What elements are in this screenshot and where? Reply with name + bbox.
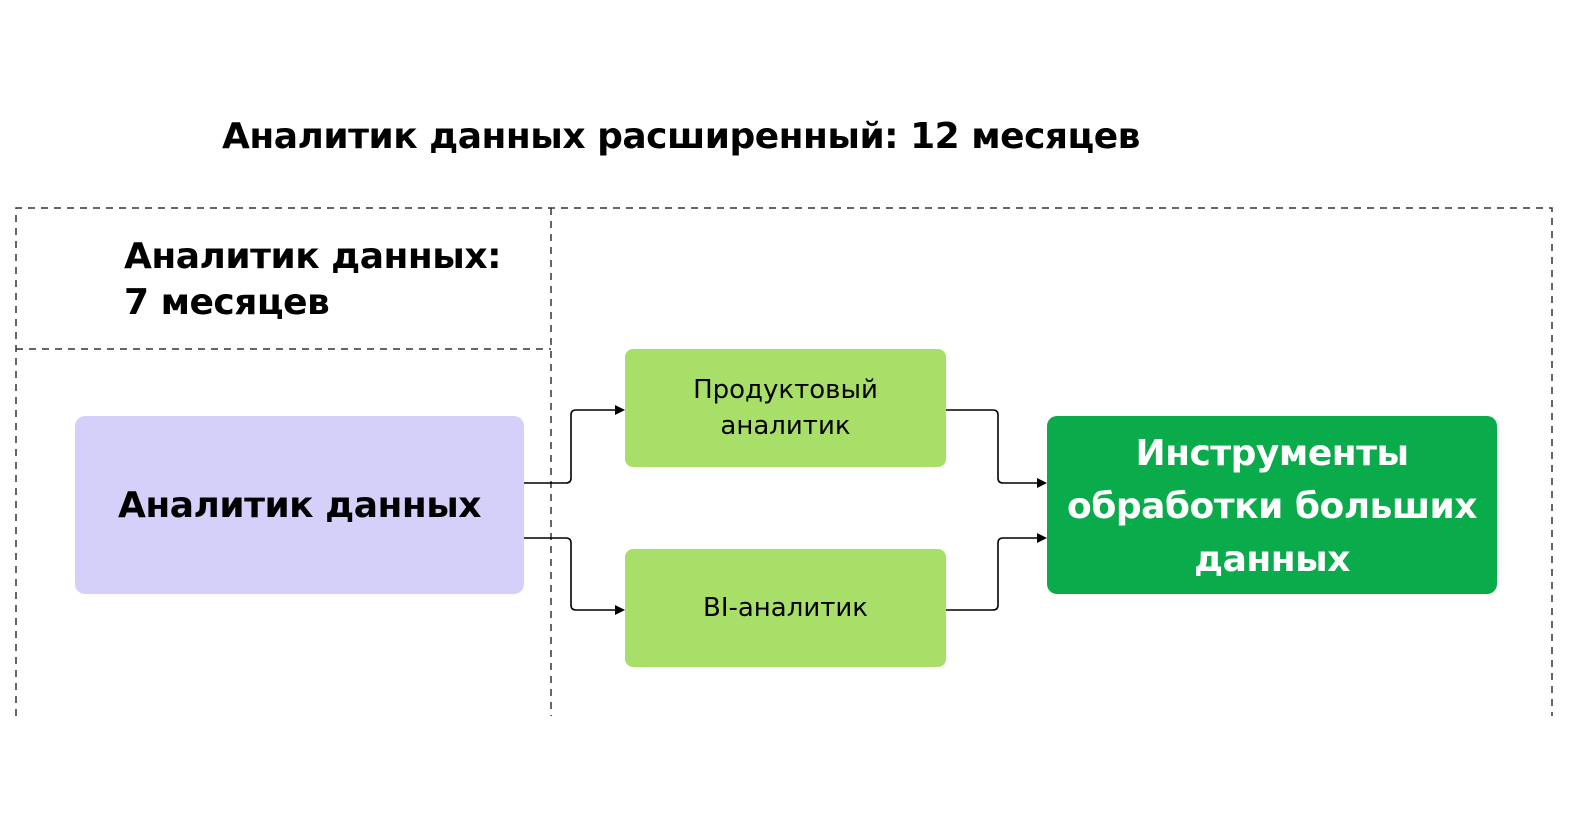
bi-analyst-box: BI-аналитик [625, 549, 946, 667]
connector-analyst-to-bi [524, 537, 625, 615]
page-title: Аналитик данных расширенный: 12 месяцев [222, 116, 1140, 157]
data-analyst-box: Аналитик данных [75, 416, 524, 594]
big-data-tools-line3: данных [1194, 538, 1350, 580]
section-title-line1: Аналитик данных: [124, 236, 501, 277]
product-analyst-box: Продуктовый аналитик [625, 349, 946, 467]
big-data-tools-line1: Инструменты [1135, 432, 1409, 474]
product-analyst-line1: Продуктовый [693, 375, 878, 405]
connector-product-to-tools [946, 409, 1047, 488]
product-analyst-line2: аналитик [720, 411, 851, 441]
section-title: Аналитик данных: 7 месяцев [124, 234, 501, 326]
connector-analyst-to-product [524, 405, 625, 484]
outer-frame [15, 207, 1553, 716]
big-data-tools-box: Инструменты обработки больших данных [1047, 416, 1497, 594]
connector-bi-to-tools [946, 533, 1047, 611]
big-data-tools-line2: обработки больших [1066, 485, 1478, 527]
section-title-line2: 7 месяцев [124, 282, 330, 323]
